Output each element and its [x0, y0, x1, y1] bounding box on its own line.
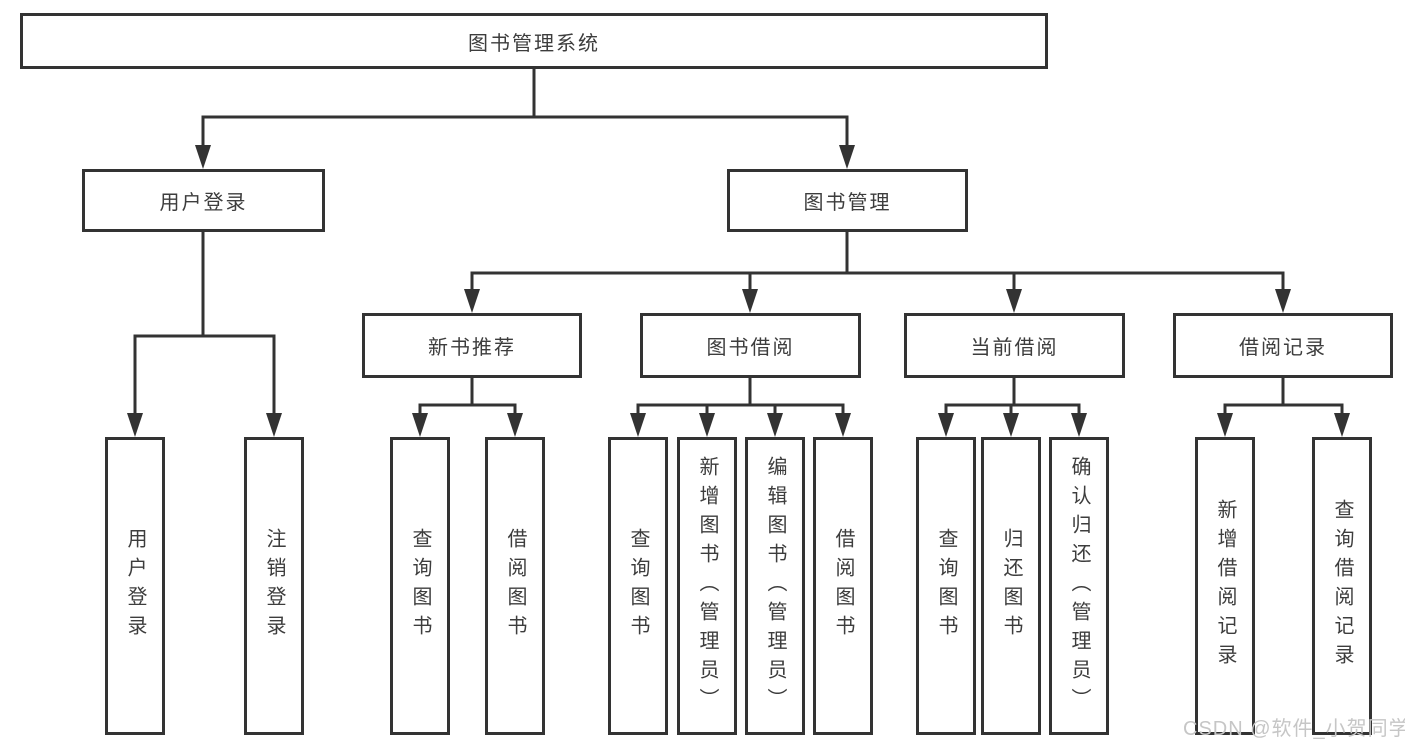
node-new-book-recommend-label: 新书推荐 — [428, 337, 516, 359]
leaf-query-borrow-record-label: 查询借阅记录 — [1331, 499, 1353, 673]
node-book-borrow: 图书借阅 — [640, 313, 861, 378]
leaf-edit-book-admin-label: 编辑图书（管理员） — [764, 455, 786, 717]
node-user-login: 用户登录 — [82, 169, 325, 232]
leaf-user-login-label: 用户登录 — [124, 528, 146, 644]
leaf-borrow-book-2-label: 借阅图书 — [832, 528, 854, 644]
leaf-add-borrow-record-label: 新增借阅记录 — [1214, 499, 1236, 673]
node-user-login-label: 用户登录 — [159, 192, 248, 214]
leaf-query-book-2: 查询图书 — [608, 437, 668, 735]
leaf-confirm-return-admin-label: 确认归还（管理员） — [1068, 455, 1090, 717]
csdn-watermark: CSDN @软件_小贺同学 — [1183, 718, 1405, 740]
connector-book-borrow-branch — [630, 376, 851, 437]
node-borrow-record-label: 借阅记录 — [1239, 337, 1327, 359]
leaf-query-borrow-record: 查询借阅记录 — [1312, 437, 1372, 735]
node-current-borrow-label: 当前借阅 — [970, 337, 1059, 359]
node-book-mgmt-label: 图书管理 — [803, 192, 892, 214]
leaf-confirm-return-admin: 确认归还（管理员） — [1049, 437, 1109, 735]
node-new-book-recommend: 新书推荐 — [362, 313, 582, 378]
leaf-return-book: 归还图书 — [981, 437, 1041, 735]
leaf-query-book-3-label: 查询图书 — [935, 528, 957, 644]
node-borrow-record: 借阅记录 — [1173, 313, 1393, 378]
leaf-query-book-2-label: 查询图书 — [627, 528, 649, 644]
connector-borrow-record-branch — [1217, 376, 1350, 437]
leaf-query-book-1-label: 查询图书 — [409, 528, 431, 644]
leaf-query-book-1: 查询图书 — [390, 437, 450, 735]
node-root-label: 图书管理系统 — [468, 32, 600, 55]
leaf-add-book-admin-label: 新增图书（管理员） — [696, 455, 718, 717]
connector-current-borrow-branch — [938, 376, 1087, 437]
node-book-mgmt: 图书管理 — [727, 169, 968, 232]
leaf-add-book-admin: 新增图书（管理员） — [677, 437, 737, 735]
node-current-borrow: 当前借阅 — [904, 313, 1125, 378]
leaf-borrow-book-1-label: 借阅图书 — [504, 528, 526, 644]
connector-new-book-branch — [412, 376, 523, 437]
leaf-borrow-book-2: 借阅图书 — [813, 437, 873, 735]
connector-root-to-level2 — [195, 67, 855, 169]
leaf-user-login: 用户登录 — [105, 437, 165, 735]
leaf-logout: 注销登录 — [244, 437, 304, 735]
leaf-edit-book-admin: 编辑图书（管理员） — [745, 437, 805, 735]
leaf-return-book-label: 归还图书 — [1000, 528, 1022, 644]
leaf-add-borrow-record: 新增借阅记录 — [1195, 437, 1255, 735]
node-book-borrow-label: 图书借阅 — [706, 337, 795, 359]
leaf-borrow-book-1: 借阅图书 — [485, 437, 545, 735]
node-root: 图书管理系统 — [20, 13, 1048, 69]
leaf-query-book-3: 查询图书 — [916, 437, 976, 735]
connector-book-mgmt-branch — [464, 230, 1291, 313]
connector-user-login-branch — [127, 230, 282, 437]
leaf-logout-label: 注销登录 — [263, 528, 285, 644]
